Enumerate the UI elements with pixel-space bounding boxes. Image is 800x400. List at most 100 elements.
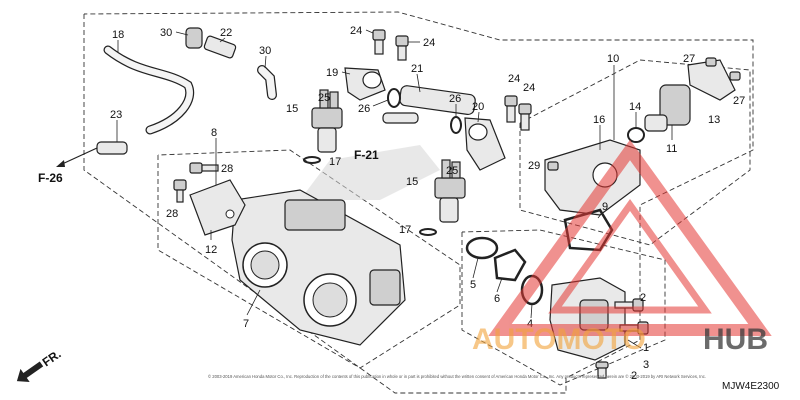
- sensor-boundary: [519, 59, 751, 246]
- holder-19-cap: [362, 71, 382, 89]
- f21-hatched-region: [300, 145, 440, 200]
- label-8: 8: [211, 127, 217, 139]
- leader-26a: [372, 99, 389, 107]
- injector-holder-20: [464, 117, 506, 171]
- o-ring-14: [627, 127, 645, 143]
- label-2a: 2: [640, 292, 646, 304]
- seal-17-lower: [419, 228, 437, 236]
- screw-27-b: [729, 71, 741, 81]
- label-17a: 17: [329, 156, 341, 168]
- injector-15-lower: [434, 159, 466, 223]
- bolt-24-top-b: [395, 35, 409, 61]
- label-28a: 28: [221, 163, 233, 175]
- gasket-6: [493, 248, 527, 282]
- copyright-notice: © 2003-2019 American Honda Motor Co., In…: [208, 374, 706, 379]
- label-12: 12: [205, 244, 217, 256]
- label-9: 9: [602, 201, 608, 213]
- label-2b: 2: [631, 370, 637, 382]
- label-29: 29: [528, 160, 540, 172]
- label-13: 13: [708, 114, 720, 126]
- gasket-5: [465, 236, 499, 260]
- label-25b: 25: [446, 165, 458, 177]
- label-26a: 26: [358, 103, 370, 115]
- label-30a: 30: [160, 27, 172, 39]
- label-25a: 25: [318, 92, 330, 104]
- label-24d: 24: [523, 82, 535, 94]
- bolt-24-right-b: [518, 103, 532, 131]
- front-arrow-icon: FR.: [16, 347, 64, 382]
- label-21: 21: [411, 63, 423, 75]
- label-26b: 26: [449, 93, 461, 105]
- leader-19: [341, 71, 351, 75]
- housing-16: [544, 139, 641, 216]
- leader-22: [219, 37, 226, 43]
- bolt-24-right-a: [504, 95, 518, 123]
- label-10: 10: [607, 53, 619, 65]
- bolt-24-top-a: [372, 29, 386, 55]
- leader-24a: [365, 29, 374, 34]
- label-16: 16: [593, 114, 605, 126]
- bracket-12: [189, 179, 246, 236]
- o-ring-26a: [387, 88, 401, 108]
- leader-20: [477, 111, 480, 123]
- holder-20-cap: [468, 123, 488, 141]
- watermark-triangle-icon: [488, 139, 772, 336]
- label-15a: 15: [286, 103, 298, 115]
- label-28b: 28: [166, 208, 178, 220]
- throttle-body-7: [231, 189, 406, 346]
- housing-boundary: [461, 229, 666, 386]
- label-22: 22: [220, 27, 232, 39]
- label-19: 19: [326, 67, 338, 79]
- leader-30b: [264, 55, 267, 69]
- arrow-f26-head: [56, 160, 65, 167]
- o-ring-26b: [450, 116, 462, 134]
- clamp-30: [185, 27, 203, 49]
- label-20: 20: [472, 101, 484, 113]
- label-17b: 17: [399, 224, 411, 236]
- bracket-12-hole: [225, 209, 235, 219]
- leader-5: [472, 257, 479, 279]
- label-24a: 24: [350, 25, 362, 37]
- leader-6: [496, 277, 503, 293]
- label-24c: 24: [508, 73, 520, 85]
- hose-30-inner: [258, 66, 276, 99]
- joint-23: [96, 141, 128, 155]
- screw-28-b: [173, 179, 187, 203]
- leader-7: [246, 289, 261, 316]
- label-15b: 15: [406, 176, 418, 188]
- label-5: 5: [470, 279, 476, 291]
- watermark-auto: AUTOMOTO: [472, 323, 646, 356]
- label-3: 3: [643, 359, 649, 371]
- label-11: 11: [666, 143, 677, 155]
- label-23: 23: [110, 109, 122, 121]
- watermark-logo: [488, 139, 772, 336]
- assembly-boundary: [83, 11, 754, 394]
- label-7: 7: [243, 318, 249, 330]
- label-1: 1: [643, 342, 649, 354]
- leader-21: [416, 73, 421, 93]
- label-18: 18: [112, 29, 124, 41]
- label-6: 6: [494, 293, 500, 305]
- leader-30a: [175, 31, 189, 36]
- sensor-11: [659, 84, 691, 126]
- fuel-pipe-21-stub: [382, 112, 419, 124]
- injector-15-upper: [311, 89, 343, 153]
- ref-f26: F-26: [38, 171, 63, 185]
- sensor-11-plug: [644, 114, 668, 132]
- diagram-code: MJW4E2300: [722, 381, 780, 392]
- leader-1: [627, 339, 642, 349]
- screw-29: [547, 161, 559, 171]
- leader-9: [597, 212, 603, 219]
- label-24b: 24: [423, 37, 435, 49]
- arrow-f26: [59, 147, 98, 166]
- leader-4: [530, 303, 533, 319]
- label-14: 14: [629, 101, 641, 113]
- ref-f21: F-21: [354, 148, 379, 162]
- screw-27-a: [705, 57, 717, 67]
- screw-28-a: [189, 162, 219, 174]
- seal-17-upper: [303, 156, 321, 164]
- throttle-body-boundary: [157, 149, 461, 369]
- bolt-2-b: [595, 361, 609, 379]
